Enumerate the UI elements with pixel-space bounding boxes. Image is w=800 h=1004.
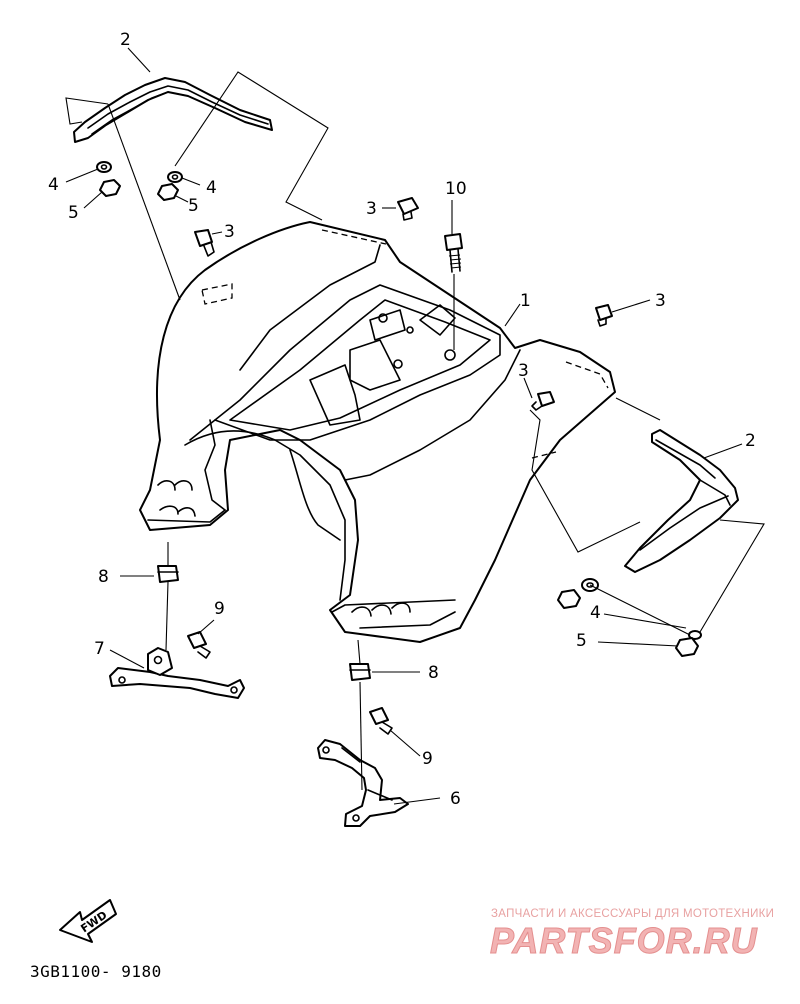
- callout-9-right: 9: [422, 749, 433, 769]
- callout-2-right: 2: [745, 431, 756, 451]
- center-bracket: [317, 739, 409, 827]
- nuts-5: [99, 179, 699, 657]
- callout-10: 10: [445, 179, 467, 199]
- callout-3-top: 3: [366, 199, 377, 219]
- leader-lines: [65, 47, 765, 805]
- callout-4-left: 4: [48, 175, 59, 195]
- washers-4: [96, 161, 702, 640]
- bolt-10: [444, 233, 463, 273]
- front-fender: [139, 221, 616, 643]
- left-bracket: [109, 647, 245, 699]
- callout-numbers: 2 4 5 4 5 3 3 10 1 3 3 2 4 5 8 9 7 8 9 6: [48, 30, 756, 809]
- callout-1: 1: [520, 291, 531, 311]
- bolt-3-mid: [531, 391, 555, 411]
- callout-3-left: 3: [224, 222, 235, 242]
- callout-8-right: 8: [428, 663, 439, 683]
- bolt-3-right: [595, 304, 613, 327]
- callout-6: 6: [450, 789, 461, 809]
- callout-8-left: 8: [98, 567, 109, 587]
- callout-2-left: 2: [120, 30, 131, 50]
- callout-4-right: 4: [590, 603, 601, 623]
- callout-3-mid: 3: [518, 361, 529, 381]
- callout-5-left: 5: [68, 203, 79, 223]
- bolts-9: [187, 631, 393, 735]
- callout-7: 7: [94, 639, 105, 659]
- bolt-3-left: [194, 229, 215, 257]
- callout-5-mid: 5: [188, 196, 199, 216]
- left-flap: [73, 77, 273, 143]
- fwd-arrow-icon: FWD: [59, 899, 117, 943]
- right-flap: [624, 429, 739, 573]
- callout-5-right: 5: [576, 631, 587, 651]
- callout-4-mid: 4: [206, 178, 217, 198]
- callout-9-left: 9: [214, 599, 225, 619]
- callout-3-right: 3: [655, 291, 666, 311]
- watermark-logo: PARTSFOR.RU: [490, 920, 758, 962]
- watermark-tagline: ЗАПЧАСТИ И АКСЕССУАРЫ ДЛЯ МОТОТЕХНИКИ: [491, 908, 775, 920]
- bolt-3-top: [397, 197, 419, 221]
- grommets-8: [157, 565, 371, 681]
- part-code: 3GB1100- 9180: [30, 962, 162, 981]
